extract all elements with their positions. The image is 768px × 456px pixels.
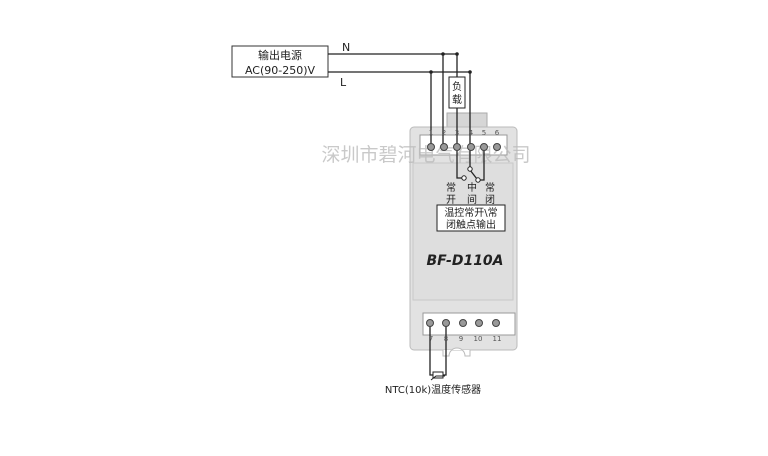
svg-text:1: 1: [429, 129, 433, 137]
relay-switch-icon: [461, 166, 481, 183]
bottom-terminal-strip: [422, 312, 516, 336]
line-l-label: L: [340, 76, 347, 89]
bottom-terminal-numbers: 7 8 9 10 11: [429, 335, 502, 343]
description-line1: 温控常开\常: [444, 206, 497, 219]
svg-text:7: 7: [429, 335, 433, 343]
svg-text:开: 开: [446, 195, 456, 206]
load-label: 负: [452, 80, 462, 93]
thermistor-icon: [430, 371, 445, 381]
description-line2: 闭触点输出: [446, 218, 496, 231]
contact-labels: 常开 中间 常闭: [446, 181, 495, 206]
svg-text:2: 2: [442, 129, 446, 137]
device-model: BF-D110A: [426, 253, 503, 269]
power-source-title: 输出电源: [258, 48, 302, 62]
svg-text:8: 8: [444, 335, 448, 343]
top-terminal-numbers: 1 2 3 4 5 6: [429, 129, 500, 137]
svg-text:常: 常: [485, 181, 495, 194]
svg-text:5: 5: [482, 129, 486, 137]
svg-text:3: 3: [455, 129, 459, 137]
power-source-box: [231, 45, 329, 78]
load-label: 载: [452, 94, 462, 106]
sensor-label: NTC(10k)温度传感器: [385, 383, 481, 396]
top-terminal-screws: [427, 143, 501, 151]
watermark: 深圳市碧河电气有限公司: [321, 144, 530, 166]
line-n-label: N: [342, 41, 350, 54]
load-box: [448, 76, 466, 109]
description-box: [436, 204, 506, 232]
svg-text:中: 中: [467, 181, 477, 194]
junction-dots: [429, 52, 472, 74]
svg-text:闭: 闭: [485, 193, 495, 206]
svg-text:9: 9: [459, 335, 463, 343]
svg-text:11: 11: [493, 335, 502, 343]
svg-text:4: 4: [469, 129, 474, 137]
svg-text:间: 间: [467, 193, 477, 206]
svg-text:10: 10: [474, 335, 483, 343]
power-source-voltage: AC(90-250)V: [245, 64, 316, 77]
svg-text:6: 6: [495, 129, 500, 137]
bottom-terminal-screws: [426, 319, 500, 327]
svg-text:常: 常: [446, 181, 456, 194]
